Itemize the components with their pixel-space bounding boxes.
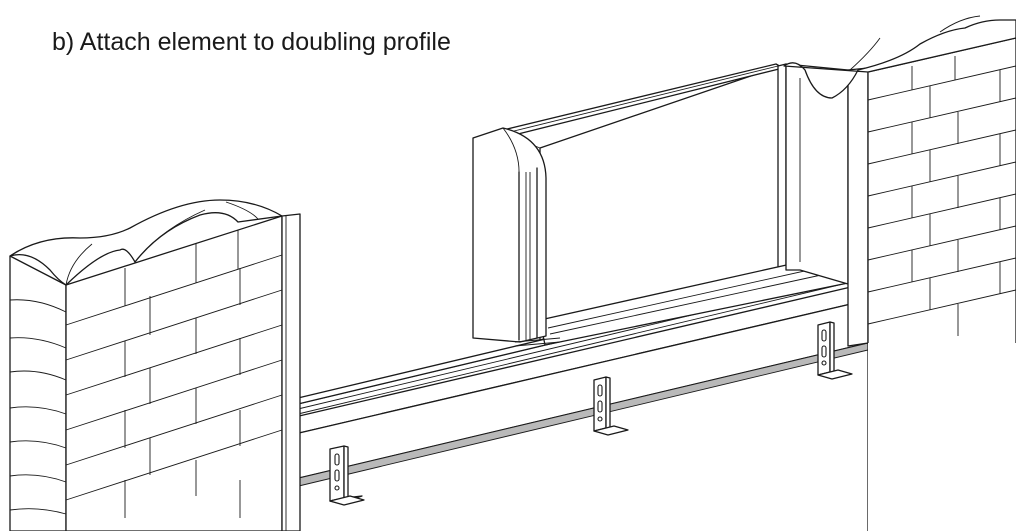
angle-bracket-3 — [817, 321, 853, 380]
flood-barrier-element — [472, 63, 849, 347]
brick-pillar-left — [9, 199, 301, 531]
angle-bracket-2 — [593, 376, 629, 436]
figure-caption: b) Attach element to doubling profile — [52, 28, 451, 56]
angle-bracket-1 — [329, 445, 365, 506]
brick-pillar-right — [783, 15, 1016, 531]
